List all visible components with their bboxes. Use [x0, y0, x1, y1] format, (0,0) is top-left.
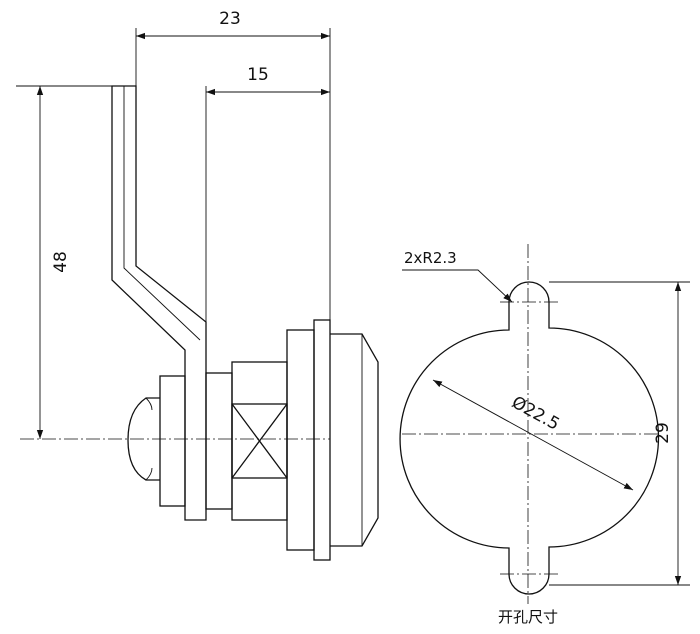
dimension-23: 23: [135, 9, 331, 320]
dimension-48: 48: [16, 85, 112, 439]
dimension-diameter: Ø22.5: [432, 379, 634, 491]
cutout-caption: 开孔尺寸: [498, 608, 558, 626]
knob-dome-cap: [145, 397, 153, 481]
bezel-ring: [313, 319, 331, 561]
dimension-29-text: 29: [653, 422, 673, 444]
dimension-29: 29: [549, 281, 690, 586]
dimension-48-text: 48: [51, 251, 71, 273]
side-view-lock: [20, 85, 379, 561]
cam-arm-inner-line: [123, 86, 201, 341]
bezel-flange: [286, 329, 315, 551]
cutout-view: [399, 244, 660, 604]
hex-nut-cross-2: [231, 403, 288, 479]
front-cylinder: [330, 333, 379, 547]
dimension-radius-text: 2xR2.3: [404, 249, 457, 267]
dimension-diameter-text: Ø22.5: [508, 392, 563, 434]
dimension-radius: 2xR2.3: [402, 249, 513, 303]
knob-flange: [159, 375, 186, 507]
dimension-15: 15: [205, 65, 330, 322]
dimension-15-text: 15: [247, 65, 269, 85]
lock-body: [205, 372, 233, 510]
knob-dome: [127, 397, 160, 481]
dimension-23-text: 23: [219, 9, 241, 29]
cam-arm-outer: [111, 85, 207, 521]
cutout-outline: [399, 281, 660, 595]
